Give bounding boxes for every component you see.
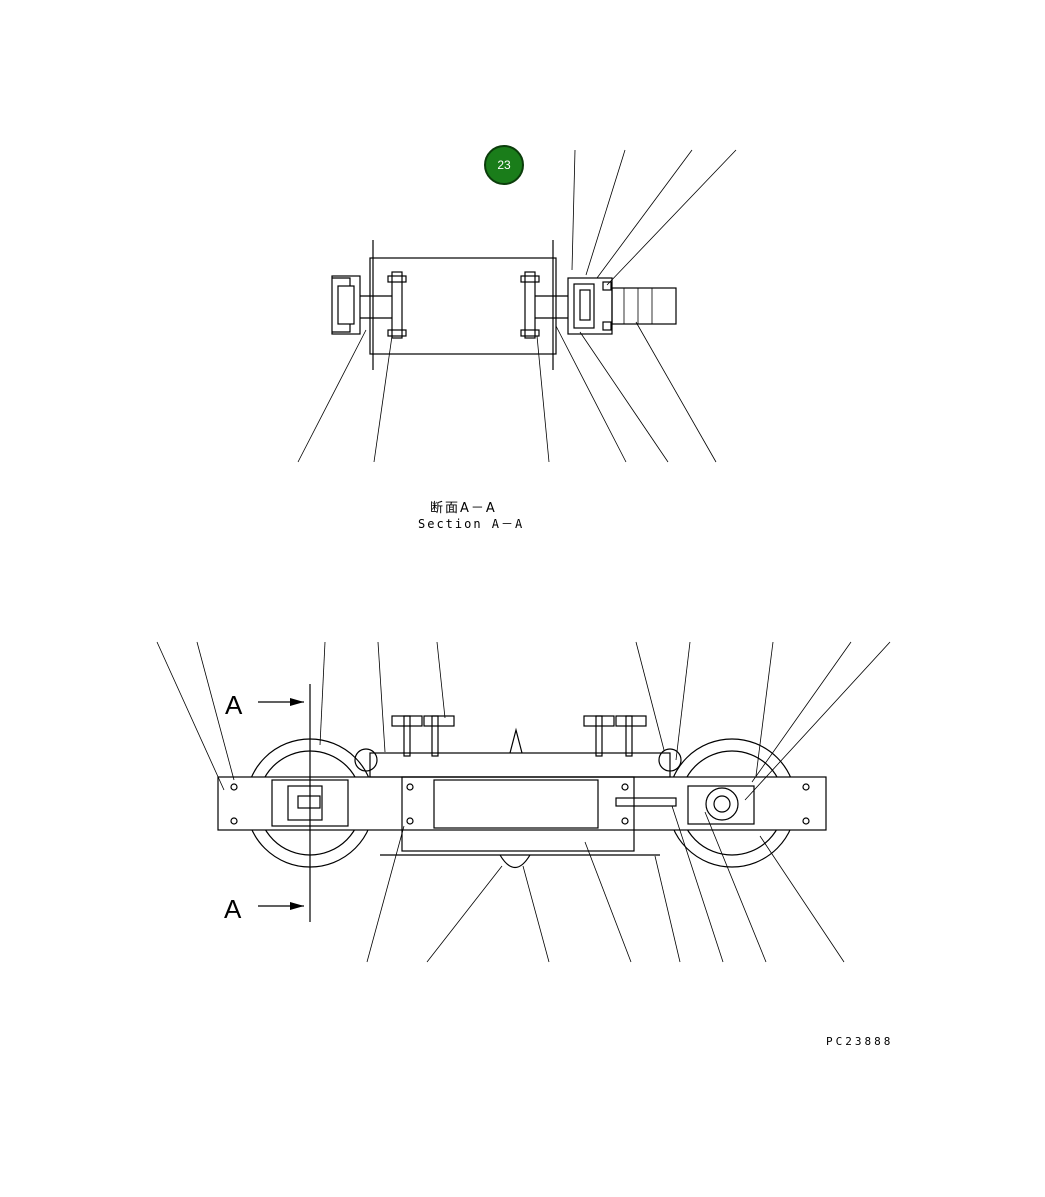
left-flange: [391, 271, 403, 339]
right-flange: [524, 271, 536, 339]
top-beam: [369, 752, 671, 778]
callout-badge[interactable]: 23: [484, 145, 524, 185]
top-clamps: [391, 715, 647, 757]
section-title-en: Section A－A: [418, 517, 525, 531]
side-leader-lines: [156, 641, 891, 963]
section-body: [369, 257, 557, 355]
left-fitting: [331, 275, 361, 335]
section-marker-top: A: [225, 690, 243, 720]
center-body: [401, 776, 635, 852]
hose: [611, 287, 677, 325]
side-view-drawing: [156, 641, 891, 963]
bottom-bracket: [499, 854, 531, 869]
section-marker-bottom: A: [224, 894, 242, 924]
main-rail: [217, 776, 827, 831]
section-leader-lines: [297, 149, 737, 463]
right-eye-bolt: [658, 748, 682, 772]
drawing-code: PC23888: [826, 1035, 894, 1048]
section-title-jp: 断面A－A: [430, 501, 497, 516]
right-bracket: [687, 785, 755, 825]
left-eye-bolt: [354, 748, 378, 772]
